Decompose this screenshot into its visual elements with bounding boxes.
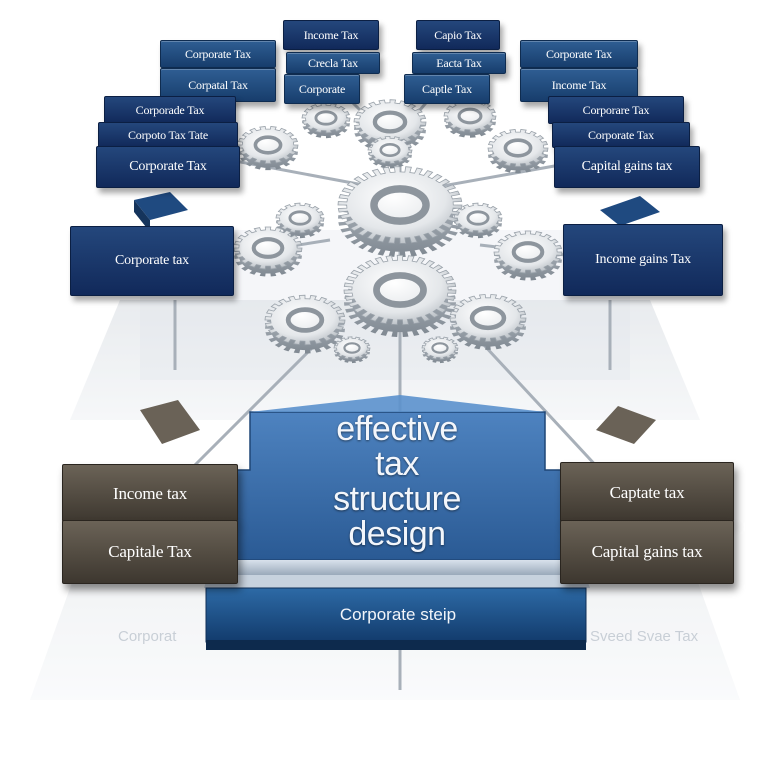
title-line: effective <box>336 410 458 448</box>
box-label: Capital gains tax <box>581 159 673 174</box>
box-label: Corpatal Tax <box>188 77 248 92</box>
gear-hub <box>373 272 427 308</box>
box-eacta-tax: Eacta Tax <box>412 52 506 74</box>
box-label: Corporate <box>298 81 346 96</box>
box-capio-tax-top: Capio Tax <box>416 20 500 50</box>
box-label: Corporate Tax <box>546 46 612 61</box>
gear-icon <box>367 135 413 165</box>
box-label: Corporate tax <box>115 253 189 268</box>
box-label: Corporate Tax <box>185 46 251 61</box>
reflection-left: Corporat <box>118 628 177 645</box>
base-label: Corporate steip <box>339 605 457 624</box>
gear-cluster <box>233 99 563 364</box>
gear-hub <box>285 307 325 333</box>
box-label: Income gains Tax <box>595 252 691 267</box>
gear-icon <box>264 294 346 346</box>
gear-hub <box>288 210 312 226</box>
box-label: Corporate Tax <box>129 159 207 174</box>
box-label: Corporade Tax <box>135 102 205 117</box>
box-capital-gains-tax-top: Capital gains tax <box>554 146 700 188</box>
gear-icon <box>337 166 463 244</box>
gear-icon <box>233 226 303 270</box>
box-label: Eacta Tax <box>436 55 482 70</box>
gear-icon <box>301 102 351 134</box>
box-label: Capital gains tax <box>591 542 703 561</box>
gear-hub <box>372 110 408 134</box>
gear-hub <box>431 342 449 354</box>
box-label: Captle Tax <box>422 81 472 96</box>
box-captle-tax: Captle Tax <box>404 74 490 104</box>
central-block <box>204 395 590 588</box>
box-corporate-short: Corporate <box>284 74 360 104</box>
gear-hub <box>503 138 533 158</box>
gear-icon <box>333 336 371 360</box>
box-capital-gains-tax-front: Capital gains tax <box>560 520 734 584</box>
box-corporate-tax-left: Corporate Tax <box>160 40 276 68</box>
gear-icon <box>443 99 497 133</box>
box-corpoto-tax-tate: Corpoto Tax Tate <box>98 122 238 148</box>
box-label: Corporate Tax <box>588 127 654 142</box>
box-label: Capio Tax <box>434 27 482 42</box>
box-income-gains-tax: Income gains Tax <box>563 224 723 296</box>
gear-hub <box>511 241 545 263</box>
box-corporade-tax: Corporade Tax <box>104 96 236 124</box>
gear-icon <box>487 129 549 167</box>
gear-hub <box>457 107 483 125</box>
gear-icon <box>343 254 457 326</box>
gear-hub <box>466 210 490 226</box>
gear-icon <box>453 202 503 234</box>
box-label: Corpoto Tax Tate <box>128 127 208 142</box>
gear-hub <box>379 142 401 158</box>
title-line: design <box>348 515 446 553</box>
box-corporare-tax: Corporare Tax <box>548 96 684 124</box>
gear-hub <box>253 135 283 155</box>
box-income-tax-top: Income Tax <box>283 20 379 50</box>
gear-hub <box>314 110 338 126</box>
box-corporate-tax-stack: Corporate Tax <box>96 146 240 188</box>
box-crecla-tax: Crecla Tax <box>286 52 380 74</box>
gear-hub <box>343 342 361 354</box>
gear-hub <box>370 185 430 225</box>
gear-hub <box>469 305 507 331</box>
box-label: Capitale Tax <box>108 542 192 561</box>
base-slab <box>205 587 587 650</box>
reflection-right: Sveed Svae Tax <box>590 628 699 645</box>
gear-icon <box>421 336 459 360</box>
diagram-title: effective tax structure design <box>252 412 542 552</box>
box-captate-tax: Captate tax <box>560 462 734 522</box>
title-line: tax <box>375 445 419 483</box>
title-line: structure <box>333 480 461 518</box>
box-corporate-tax-right: Corporate Tax <box>520 40 638 68</box>
box-label: Income Tax <box>551 77 607 92</box>
box-label: Corporare Tax <box>582 102 650 117</box>
gear-hub <box>251 237 285 259</box>
connector-caps <box>134 192 660 444</box>
box-corporate-tax-stack-right: Corporate Tax <box>552 122 690 148</box>
box-income-tax-front: Income tax <box>62 464 238 522</box>
box-label: Income tax <box>113 483 187 503</box>
gear-icon <box>275 202 325 234</box>
box-label: Income Tax <box>303 27 359 42</box>
box-label: Crecla Tax <box>308 55 358 70</box>
gear-icon <box>237 126 299 164</box>
gear-icon <box>449 294 527 342</box>
box-corporate-tax-mid: Corporate tax <box>70 226 234 296</box>
box-label: Captate tax <box>609 482 685 502</box>
gear-icon <box>493 230 563 274</box>
box-capitale-tax: Capitale Tax <box>62 520 238 584</box>
